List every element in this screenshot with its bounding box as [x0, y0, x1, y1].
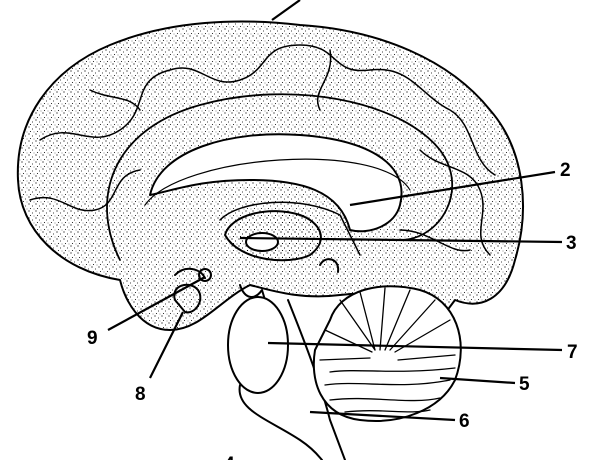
cerebellum — [312, 285, 462, 422]
label-7: 7 — [567, 342, 578, 363]
label-9: 9 — [87, 328, 98, 349]
leader-3 — [239, 236, 563, 244]
leader-1 — [271, 0, 301, 21]
label-5: 5 — [519, 374, 530, 395]
arbor-vitae — [319, 287, 456, 413]
leader-7 — [267, 341, 563, 352]
leader-8 — [149, 311, 184, 379]
leader-9 — [107, 276, 206, 331]
leader-2 — [349, 170, 556, 207]
label-6: 6 — [459, 411, 470, 432]
corpus-callosum — [149, 133, 403, 233]
label-4: 4 — [224, 454, 235, 460]
pituitary — [173, 283, 202, 314]
label-3: 3 — [566, 233, 577, 254]
medulla — [238, 384, 323, 460]
leader-5 — [439, 376, 516, 385]
cingulate-gyrus — [106, 93, 454, 261]
label-2: 2 — [560, 160, 571, 181]
midbrain — [239, 284, 266, 301]
leader-lines — [107, 0, 563, 422]
label-8: 8 — [135, 384, 146, 405]
pons — [227, 296, 289, 394]
leader-6 — [309, 410, 456, 422]
